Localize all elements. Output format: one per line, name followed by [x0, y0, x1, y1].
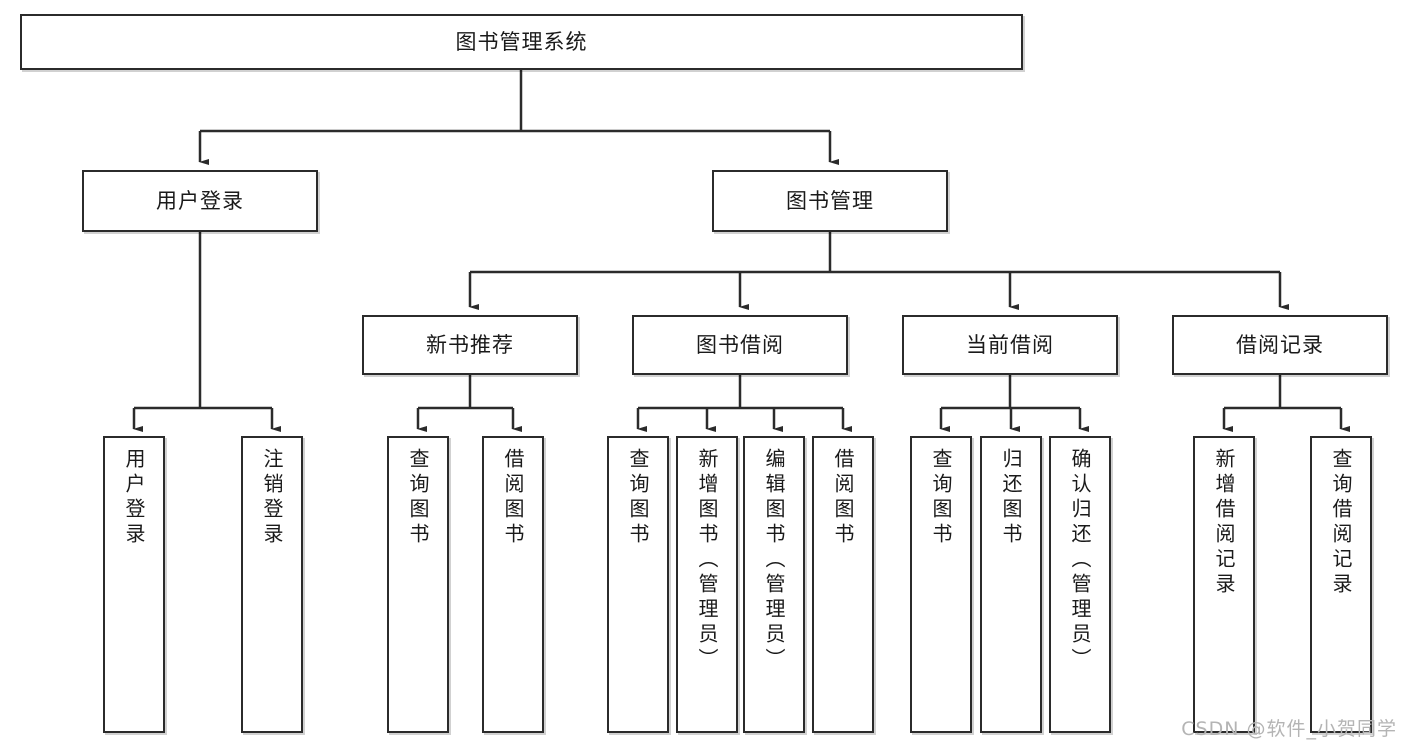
node-book-management-label: 图书管理: [786, 188, 874, 213]
node-book-borrow[interactable]: 图书借阅: [632, 315, 848, 375]
leaf-label: 查询借阅记录: [1329, 448, 1353, 598]
leaf-label: 编辑图书（管理员）: [762, 448, 786, 673]
leaf-current-query-book[interactable]: 查询图书: [910, 436, 972, 733]
node-book-borrow-label: 图书借阅: [696, 332, 784, 357]
leaf-user-login-logout[interactable]: 注销登录: [241, 436, 303, 733]
leaf-current-return-book[interactable]: 归还图书: [980, 436, 1042, 733]
leaf-borrow-edit-book[interactable]: 编辑图书（管理员）: [743, 436, 805, 733]
node-user-login[interactable]: 用户登录: [82, 170, 318, 232]
leaf-label: 借阅图书: [831, 448, 855, 548]
leaf-label: 查询图书: [406, 448, 430, 548]
node-root-label: 图书管理系统: [455, 29, 588, 54]
leaf-borrow-borrow-book[interactable]: 借阅图书: [812, 436, 874, 733]
node-book-management[interactable]: 图书管理: [712, 170, 948, 232]
leaf-label: 用户登录: [122, 448, 146, 548]
leaf-label: 新增图书（管理员）: [695, 448, 719, 673]
node-borrow-record-label: 借阅记录: [1236, 332, 1324, 357]
leaf-user-login-login[interactable]: 用户登录: [103, 436, 165, 733]
leaf-borrow-query-book[interactable]: 查询图书: [607, 436, 669, 733]
node-user-login-label: 用户登录: [156, 188, 244, 213]
node-new-book-recommend[interactable]: 新书推荐: [362, 315, 578, 375]
leaf-label: 注销登录: [260, 448, 284, 548]
leaf-label: 归还图书: [999, 448, 1023, 548]
leaf-label: 查询图书: [626, 448, 650, 548]
node-borrow-record[interactable]: 借阅记录: [1172, 315, 1388, 375]
leaf-borrow-add-book[interactable]: 新增图书（管理员）: [676, 436, 738, 733]
node-current-borrow[interactable]: 当前借阅: [902, 315, 1118, 375]
node-root[interactable]: 图书管理系统: [20, 14, 1023, 70]
watermark: CSDN @软件_小贺同学: [1181, 718, 1397, 740]
leaf-record-query[interactable]: 查询借阅记录: [1310, 436, 1372, 733]
leaf-record-add[interactable]: 新增借阅记录: [1193, 436, 1255, 733]
leaf-new-book-borrow[interactable]: 借阅图书: [482, 436, 544, 733]
leaf-label: 确认归还（管理员）: [1068, 448, 1092, 673]
leaf-current-confirm-return[interactable]: 确认归还（管理员）: [1049, 436, 1111, 733]
leaf-label: 借阅图书: [501, 448, 525, 548]
leaf-label: 查询图书: [929, 448, 953, 548]
node-current-borrow-label: 当前借阅: [966, 332, 1054, 357]
node-new-book-recommend-label: 新书推荐: [426, 332, 514, 357]
leaf-label: 新增借阅记录: [1212, 448, 1236, 598]
leaf-new-book-query[interactable]: 查询图书: [387, 436, 449, 733]
